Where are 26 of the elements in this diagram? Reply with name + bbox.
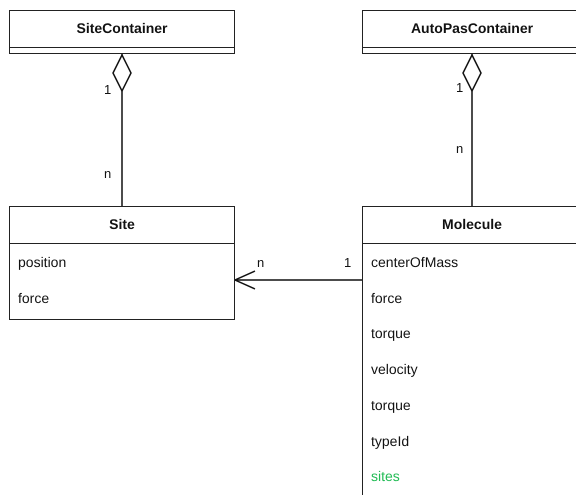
class-name: Molecule — [442, 215, 502, 234]
attribute-name: force — [18, 290, 50, 307]
attribute-name: torque — [371, 325, 411, 342]
class-name: SiteContainer — [76, 19, 168, 38]
attribute-name: centerOfMass — [371, 254, 458, 271]
class-box — [9, 10, 235, 54]
class-name: Site — [109, 215, 135, 234]
multiplicity-label: n — [456, 141, 464, 156]
multiplicity-label: n — [257, 255, 264, 270]
multiplicity-label: 1 — [344, 255, 352, 270]
attribute-name: position — [18, 254, 66, 271]
class-box — [9, 206, 235, 320]
class-box — [362, 10, 576, 54]
aggregation-line — [462, 54, 482, 206]
multiplicity-label: 1 — [456, 80, 464, 95]
attribute-name: velocity — [371, 361, 418, 378]
class-box — [362, 206, 576, 495]
aggregation-line — [112, 54, 132, 206]
class-name: AutoPasContainer — [410, 19, 534, 38]
attribute-name: torque — [371, 396, 411, 414]
multiplicity-label: 1 — [104, 82, 112, 97]
association-arrow — [234, 270, 362, 290]
attribute-name: sites — [371, 468, 400, 486]
multiplicity-label: n — [104, 166, 112, 181]
attribute-name: typeId — [371, 432, 410, 450]
attribute-name: force — [371, 290, 402, 307]
